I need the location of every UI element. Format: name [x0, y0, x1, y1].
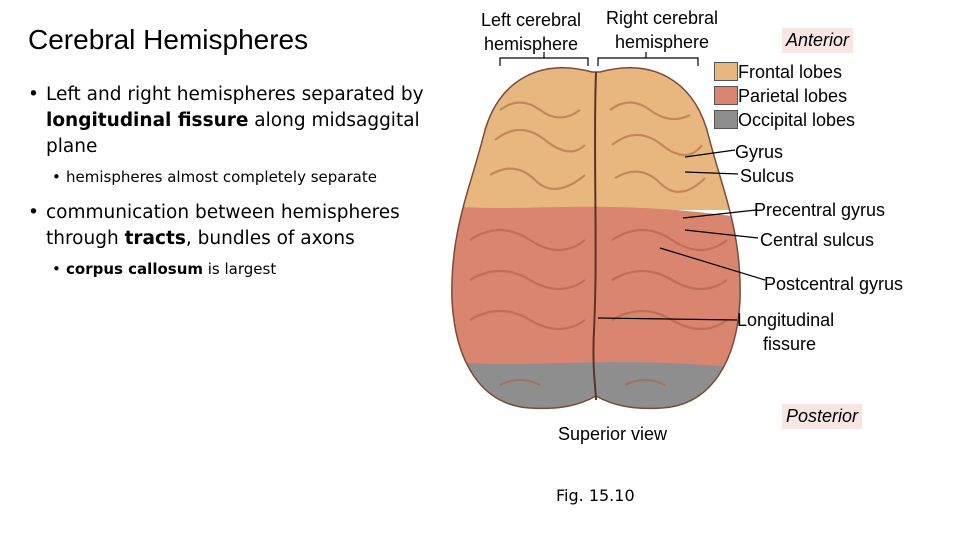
superior-view-caption: Superior view [558, 424, 668, 444]
gyrus-label: Gyrus [735, 142, 784, 162]
term-tracts: tracts [124, 228, 186, 249]
subbullet-corpus-callosum: corpus callosum is largest [28, 258, 458, 280]
legend-frontal: Frontal lobes [738, 62, 843, 82]
central-sulcus-label: Central sulcus [760, 230, 875, 250]
term-longitudinal-fissure: longitudinal fissure [46, 110, 249, 131]
bullet-hemispheres-separated: Left and right hemispheres separated by … [28, 82, 458, 160]
right-hemisphere-label: Right cerebral hemisphere [605, 8, 719, 52]
occipital-swatch [714, 110, 738, 129]
sulcus-label: Sulcus [740, 166, 795, 186]
precentral-gyrus-label: Precentral gyrus [754, 200, 886, 220]
anterior-tag: Anterior [782, 28, 854, 53]
postcentral-gyrus-label: Postcentral gyrus [764, 274, 904, 294]
posterior-tag: Posterior [782, 404, 863, 429]
parietal-swatch [714, 86, 738, 105]
legend-parietal: Parietal lobes [738, 86, 848, 106]
left-hemisphere-label: Left cerebral hemisphere [480, 10, 582, 54]
frontal-swatch [714, 62, 738, 81]
legend-occipital: Occipital lobes [738, 110, 856, 130]
bullet-communication: communication between hemispheres throug… [28, 200, 458, 252]
term-corpus-callosum: corpus callosum [66, 260, 203, 278]
figure-caption: Fig. 15.10 [556, 486, 635, 505]
subbullet-almost-separate: hemispheres almost completely separate [28, 166, 458, 188]
bullet-list: Left and right hemispheres separated by … [28, 82, 458, 292]
longitudinal-fissure-label: Longitudinal fissure [737, 310, 835, 354]
slide-title: Cerebral Hemispheres [28, 24, 309, 55]
